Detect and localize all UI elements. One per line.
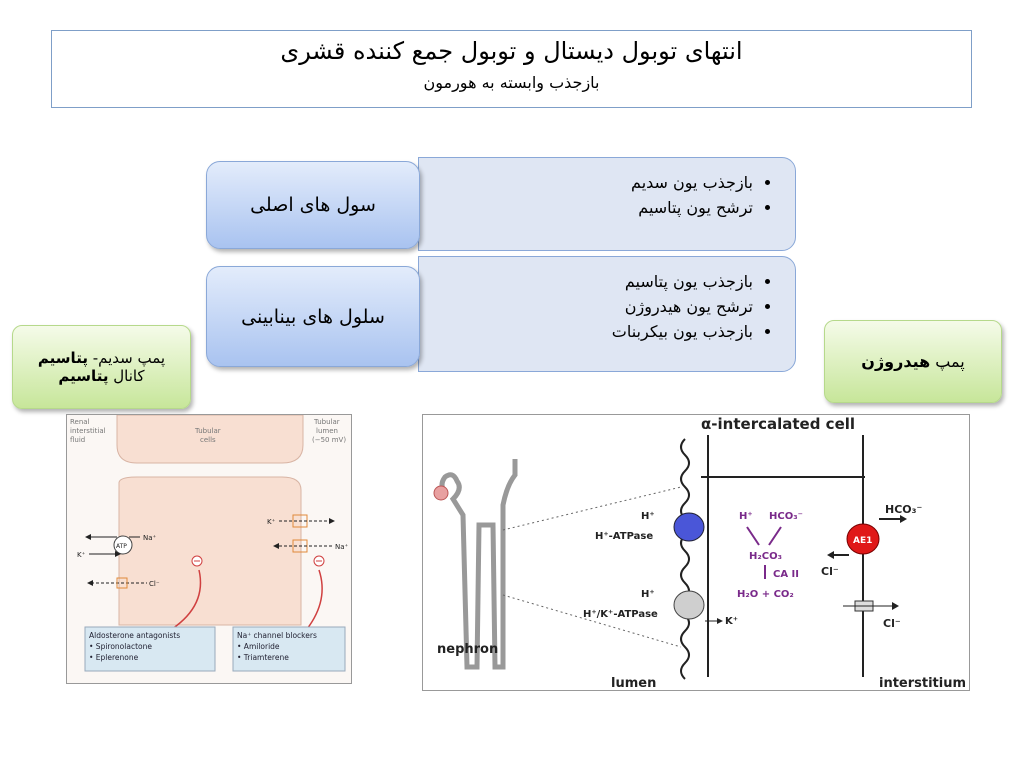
cl-out-label: Cl⁻ xyxy=(883,617,901,630)
box2-item-2: • Triamterene xyxy=(237,653,289,662)
lumen-label: lumen xyxy=(611,676,656,691)
lumen-label-2: lumen xyxy=(316,427,338,435)
antagonist-arrow xyxy=(171,569,202,630)
principal-item-2: ترشح یون پتاسیم xyxy=(419,195,753,220)
arrowhead xyxy=(892,602,899,610)
intercalated-cells-panel: بازجذب یون پتاسیم ترشح یون هیدروژن بازجذ… xyxy=(418,256,796,372)
h-atpase-label: H⁺-ATPase xyxy=(595,531,653,542)
renal-label-2: interstitial xyxy=(70,427,106,435)
principal-item-1: بازجذب یون سدیم xyxy=(419,170,753,195)
cell-title: α-intercalated cell xyxy=(701,415,855,433)
note-text: پمپ xyxy=(930,352,965,371)
cl-channel xyxy=(116,577,128,589)
cells-label-1: Tubular xyxy=(194,427,221,435)
intercalated-item-3: بازجذب یون بیکربنات xyxy=(419,319,753,344)
note-text: کانال xyxy=(108,367,145,385)
note-bold: پتاسیم xyxy=(58,367,109,385)
principal-cells-panel: بازجذب یون سدیم ترشح یون پتاسیم xyxy=(418,157,796,251)
principal-cells-label: سول های اصلی xyxy=(206,161,420,249)
aldosterone-antagonists-box xyxy=(84,626,216,672)
atpase-pump xyxy=(113,535,133,555)
intercalated-cells-label: سلول های بینابینی xyxy=(206,266,420,367)
hco3-out-label: HCO₃⁻ xyxy=(885,503,922,516)
k-label: K⁺ xyxy=(725,616,738,627)
arrowhead xyxy=(329,518,335,524)
h-product: H⁺ xyxy=(739,511,753,522)
box2-title: Na⁺ channel blockers xyxy=(237,631,317,640)
sodium-potassium-note: پمپ سدیم- پتاسیم کانال پتاسیم xyxy=(12,325,191,409)
arrowhead xyxy=(87,580,93,586)
ae1-label: AE1 xyxy=(853,536,872,546)
k-label-left: K⁺ xyxy=(77,551,86,559)
hk-atpase-pump xyxy=(673,590,705,620)
renal-label-3: fluid xyxy=(70,436,85,444)
hk-atpase-label: H⁺/K⁺-ATPase xyxy=(583,609,658,620)
hco3-product: HCO₃⁻ xyxy=(769,511,803,522)
note-bold: پتاسیم xyxy=(37,349,88,367)
apical-membrane xyxy=(680,438,690,680)
interstitium-label: interstitium xyxy=(879,676,966,691)
arrowhead xyxy=(273,543,279,549)
cl-in-label: Cl⁻ xyxy=(821,565,839,578)
main-cell-shape xyxy=(118,476,302,626)
zoom-line-top xyxy=(502,486,682,531)
glomerulus xyxy=(433,485,449,501)
renal-label-1: Renal xyxy=(70,418,90,426)
zoom-line-bottom xyxy=(502,594,682,648)
intercalated-cell-figure: α-intercalated cell nephron H⁺ H⁺-ATPase… xyxy=(422,414,970,691)
upper-cell-shape xyxy=(116,415,304,464)
hydrogen-pump-note: پمپ هیدروژن xyxy=(824,320,1002,403)
intercalated-item-1: بازجذب یون پتاسیم xyxy=(419,269,753,294)
h-atpase-pump xyxy=(673,512,705,542)
lumen-label-3: (−50 mV) xyxy=(312,436,346,444)
intercalated-item-2: ترشح یون هیدروژن xyxy=(419,294,753,319)
box1-title: Aldosterone antagonists xyxy=(89,631,180,640)
na-label-left: Na⁺ xyxy=(143,534,157,542)
k-label-right: K⁺ xyxy=(267,518,276,526)
note-bold: هیدروژن xyxy=(861,352,931,371)
h2o-co2-label: H₂O + CO₂ xyxy=(737,589,794,600)
box2-item-1: • Amiloride xyxy=(237,642,280,651)
arrowhead xyxy=(85,534,91,540)
h2co3-label: H₂CO₃ xyxy=(749,551,782,562)
page-subtitle: بازجذب وابسته به هورمون xyxy=(423,73,600,92)
h-label-1: H⁺ xyxy=(641,511,655,522)
atp-label: ATP xyxy=(116,543,127,550)
cells-label-2: cells xyxy=(200,436,216,444)
arrowhead xyxy=(115,551,121,557)
arrowhead xyxy=(717,618,723,624)
reaction-arrow-left xyxy=(746,526,760,546)
reaction-arrow-right xyxy=(768,526,782,546)
principal-cell-figure: Renal interstitial fluid Tubular cells T… xyxy=(66,414,352,684)
page-title: انتهای توبول دیستال و توبول جمع کننده قش… xyxy=(280,37,743,65)
na-label-right: Na⁺ xyxy=(335,543,349,551)
arrowhead xyxy=(827,551,834,559)
nephron-label: nephron xyxy=(437,642,498,657)
blocker-arrow xyxy=(306,569,323,630)
box1-item-2: • Eplerenone xyxy=(89,653,139,662)
na-channel-blockers-box xyxy=(232,626,346,672)
cl-label: Cl⁻ xyxy=(149,580,160,588)
ae1-exchanger xyxy=(846,523,880,555)
nephron-tube xyxy=(439,459,518,670)
h-label-2: H⁺ xyxy=(641,589,655,600)
arrowhead xyxy=(900,515,907,523)
title-box: انتهای توبول دیستال و توبول جمع کننده قش… xyxy=(51,30,972,108)
lumen-label-1: Tubular xyxy=(313,418,340,426)
note-text: پمپ سدیم- xyxy=(87,349,166,367)
box1-item-1: • Spironolactone xyxy=(89,642,152,651)
ca-label: CA II xyxy=(773,569,799,580)
